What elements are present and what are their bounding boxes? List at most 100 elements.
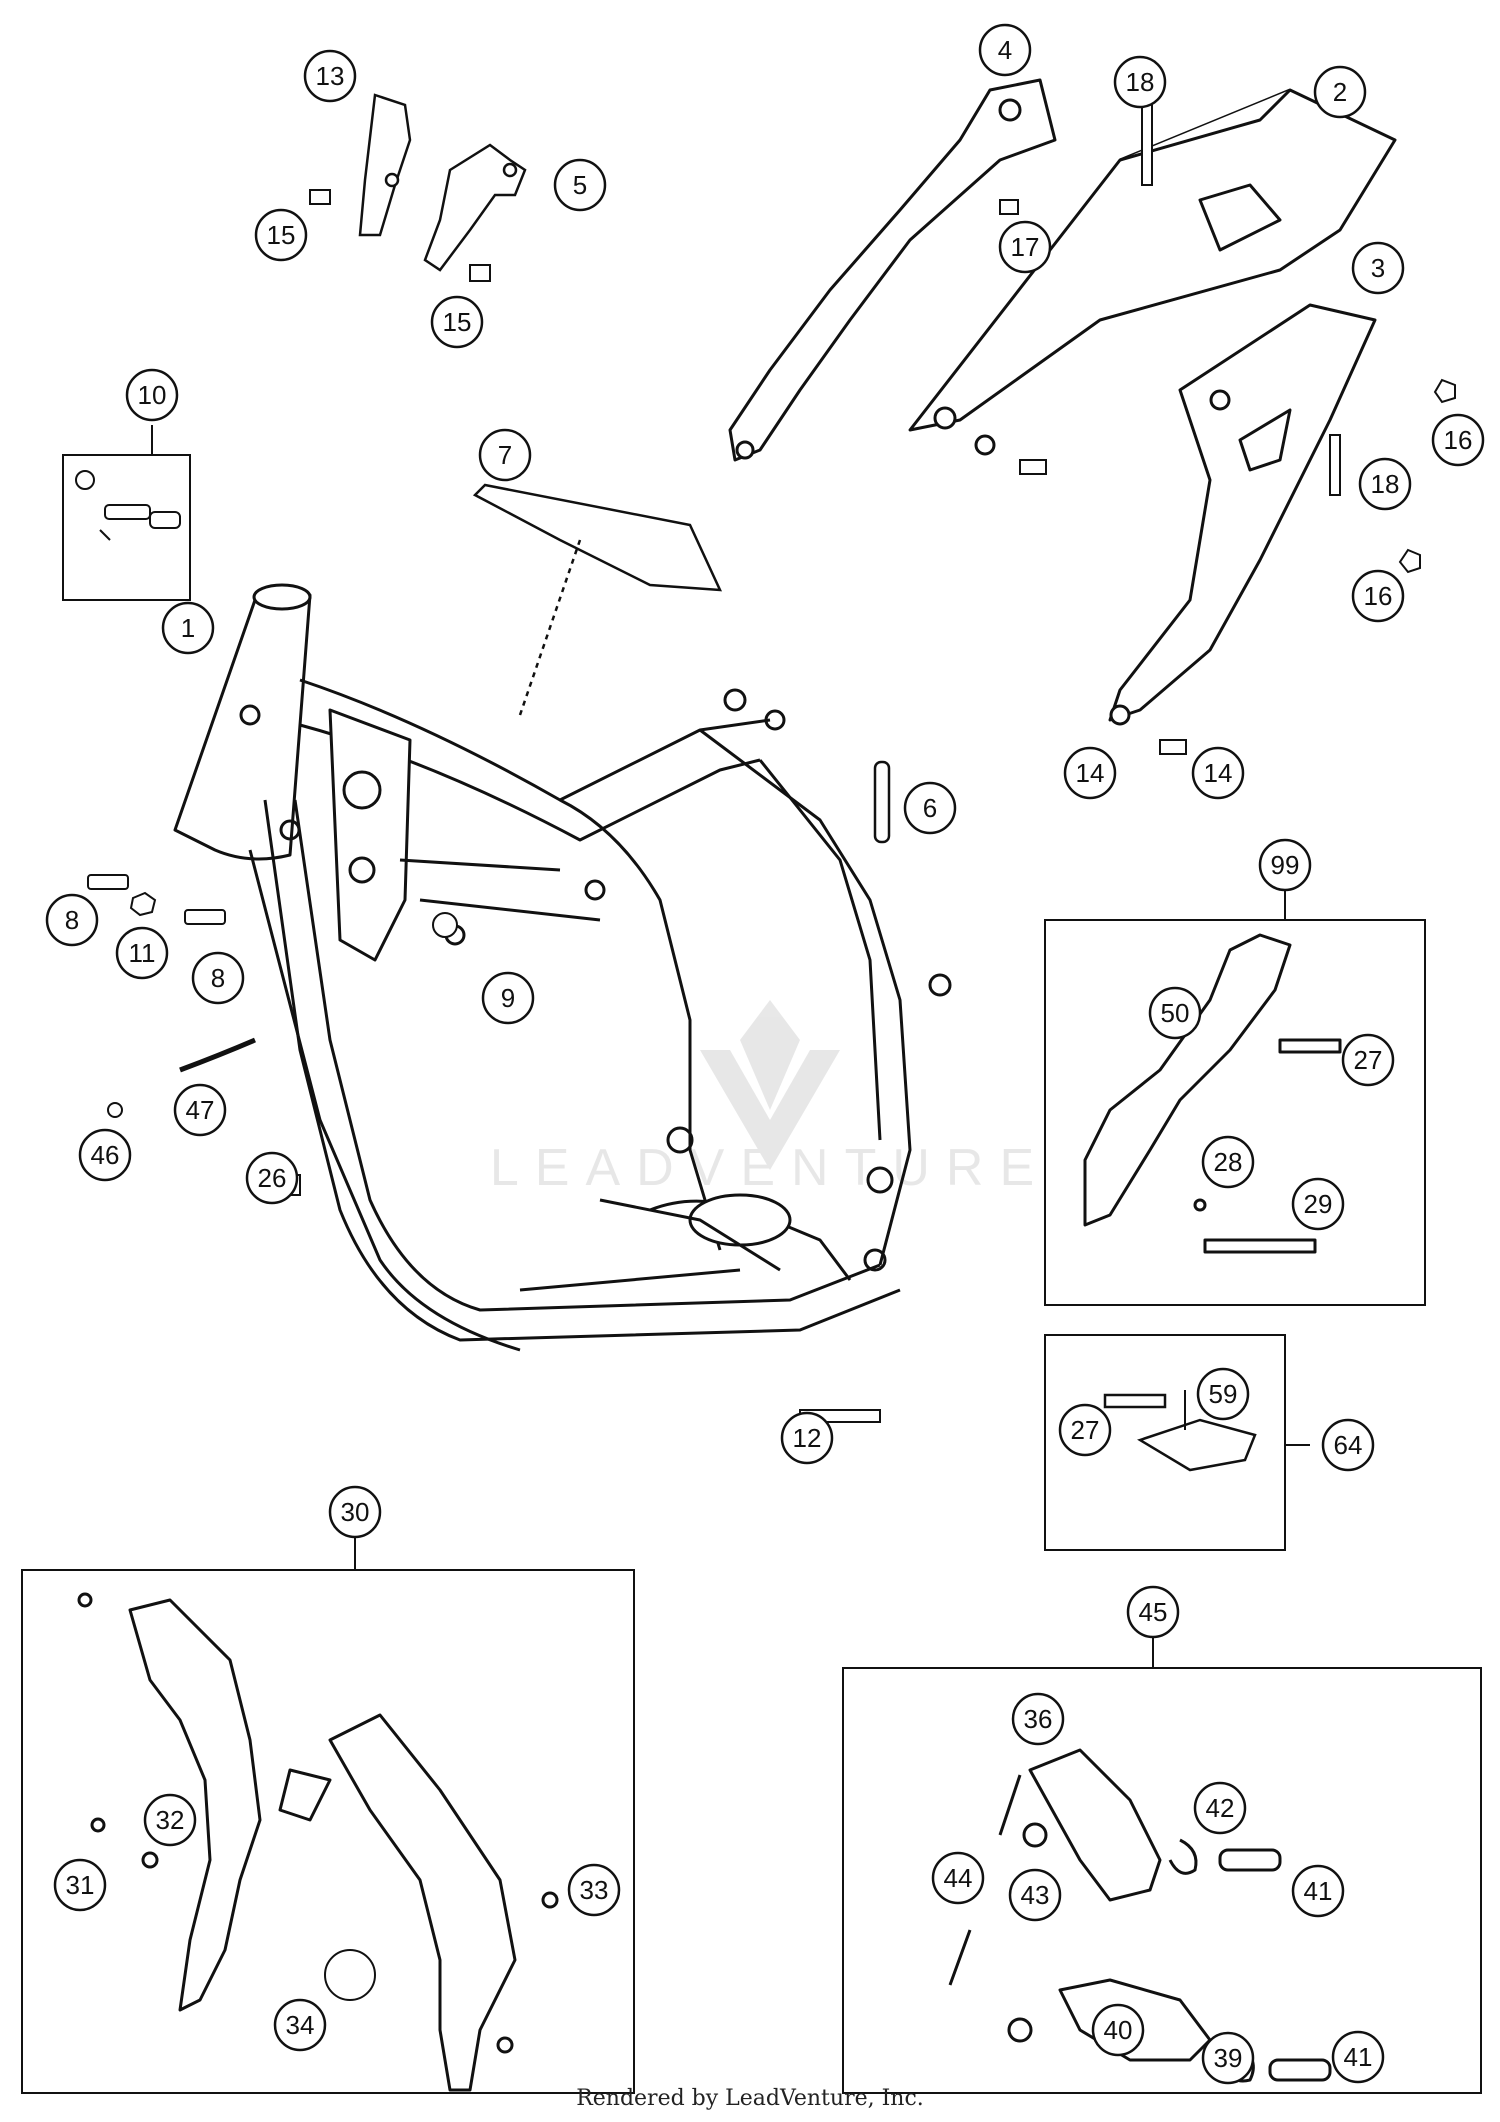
callout-circle	[1201, 1135, 1255, 1189]
callout-circle	[978, 23, 1032, 77]
bracket-13-drawing	[358, 93, 412, 237]
callout-label: 59	[1209, 1379, 1238, 1409]
subframe-lower-drawing	[1108, 303, 1377, 726]
callout-circle	[1148, 986, 1202, 1040]
callout-label: 50	[1161, 998, 1190, 1028]
callout-label: 13	[316, 61, 345, 91]
callout-label: 43	[1021, 1880, 1050, 1910]
chain-guide-drawing	[1103, 1393, 1257, 1472]
strap-6-drawing	[873, 760, 891, 844]
callout-label: 3	[1371, 253, 1385, 283]
callout-circle	[143, 1793, 197, 1847]
callout-circle	[45, 893, 99, 947]
callout-label: 44	[944, 1863, 973, 1893]
callout-label: 32	[156, 1805, 185, 1835]
callout-circle	[1351, 569, 1405, 623]
callout-label: 45	[1139, 1597, 1168, 1627]
callout-circle	[1091, 2003, 1145, 2057]
callout-circle	[1431, 413, 1485, 467]
watermark-text: LEADVENTURE	[490, 1139, 1050, 1197]
callout-label: 10	[138, 380, 167, 410]
callout-label: 42	[1206, 1793, 1235, 1823]
callout-label: 28	[1214, 1147, 1243, 1177]
leadventure-watermark: LEADVENTURE	[490, 1000, 1050, 1197]
callout-circle	[553, 158, 607, 212]
callout-circle	[115, 926, 169, 980]
callout-label: 15	[267, 220, 296, 250]
group-box-45	[842, 1667, 1482, 2094]
callout-circle	[998, 220, 1052, 274]
fasteners-drawing	[87, 84, 1456, 1423]
callout-label: 33	[580, 1875, 609, 1905]
callout-circle	[567, 1863, 621, 1917]
callout-label: 36	[1024, 1704, 1053, 1734]
callout-circle	[478, 428, 532, 482]
callout-label: 27	[1354, 1045, 1383, 1075]
leader-lines	[151, 425, 1310, 1668]
callout-circle	[254, 208, 308, 262]
callout-label: 64	[1334, 1430, 1363, 1460]
callout-circle	[780, 1411, 834, 1465]
callout-circle	[1193, 1781, 1247, 1835]
callout-label: 12	[793, 1423, 822, 1453]
callout-label: 27	[1071, 1415, 1100, 1445]
callout-label: 2	[1333, 77, 1347, 107]
callout-label: 40	[1104, 2015, 1133, 2045]
group-box-99	[1044, 919, 1426, 1306]
callout-circle	[1331, 2030, 1385, 2084]
callout-circle	[1191, 746, 1245, 800]
callout-label: 30	[341, 1497, 370, 1527]
callout-circle	[1358, 457, 1412, 511]
callout-circle	[1126, 1585, 1180, 1639]
callout-circle	[1201, 2031, 1255, 2085]
callout-label: 41	[1344, 2042, 1373, 2072]
callout-circle	[931, 1851, 985, 1905]
callout-circle	[53, 1858, 107, 1912]
callout-label: 17	[1011, 232, 1040, 262]
main-frame-drawing	[173, 583, 952, 1352]
callout-circle	[125, 368, 179, 422]
callout-circle	[1351, 241, 1405, 295]
callout-circle	[1063, 746, 1117, 800]
callout-label: 8	[65, 905, 79, 935]
callout-circle	[191, 951, 245, 1005]
group-box-10	[62, 454, 191, 601]
group-box-30	[21, 1569, 635, 2094]
group-box-64	[1044, 1334, 1286, 1551]
callout-circle	[1258, 838, 1312, 892]
callout-label: 9	[501, 983, 515, 1013]
callout-label: 11	[129, 938, 156, 968]
callout-circle	[1341, 1033, 1395, 1087]
lock-set-drawing	[75, 470, 181, 541]
callout-label: 6	[923, 793, 937, 823]
chain-slider-drawing	[1083, 933, 1342, 1254]
callout-label: 29	[1304, 1189, 1333, 1219]
callout-label: 1	[181, 613, 195, 643]
callout-label: 31	[66, 1870, 95, 1900]
callout-circle	[1113, 55, 1167, 109]
callout-label: 8	[211, 963, 225, 993]
callout-label: 5	[573, 170, 587, 200]
callout-circle	[1321, 1418, 1375, 1472]
callout-circle	[303, 49, 357, 103]
callout-label: 47	[186, 1095, 215, 1125]
callout-label: 7	[498, 440, 512, 470]
callout-circle	[1196, 1367, 1250, 1421]
callout-circle	[328, 1485, 382, 1539]
callout-label: 16	[1444, 425, 1473, 455]
callout-label: 14	[1204, 758, 1233, 788]
callout-label: 18	[1371, 469, 1400, 499]
footer-credit: Rendered by LeadVenture, Inc.	[576, 2086, 924, 2111]
callout-label: 26	[258, 1163, 287, 1193]
callout-circle	[273, 1998, 327, 2052]
callout-label: 41	[1304, 1876, 1333, 1906]
callout-circle	[78, 1128, 132, 1182]
callout-label: 18	[1126, 67, 1155, 97]
callout-circle	[1291, 1177, 1345, 1231]
callout-label: 16	[1364, 581, 1393, 611]
callout-circle	[1008, 1868, 1062, 1922]
callout-label: 46	[91, 1140, 120, 1170]
callout-label: 15	[443, 307, 472, 337]
